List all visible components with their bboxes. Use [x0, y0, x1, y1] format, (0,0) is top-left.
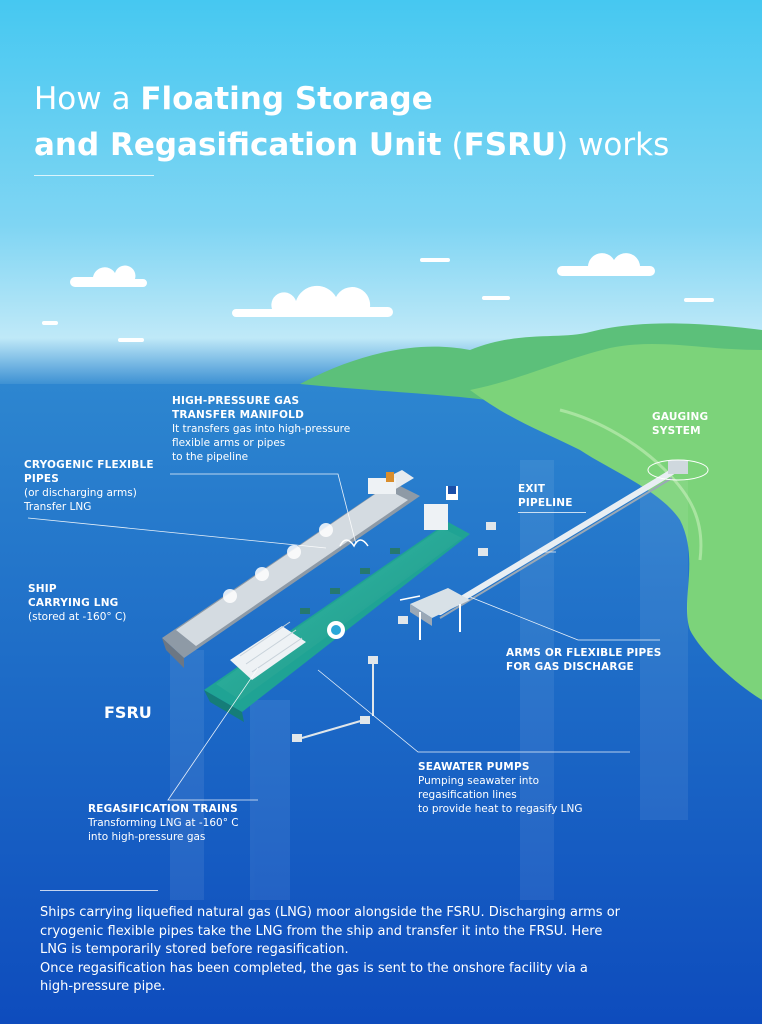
label-heading: CARRYING LNG: [28, 597, 119, 609]
lng-carrier-ship: [162, 470, 420, 668]
title-part: FSRU: [463, 127, 557, 163]
near-hills: [470, 344, 762, 700]
description-divider: [40, 890, 158, 891]
gauging-ring: [647, 459, 709, 481]
leader-lines: [27, 473, 660, 801]
label-heading: PIPELINE: [518, 497, 573, 509]
description-line: cryogenic flexible pipes take the LNG fr…: [40, 923, 603, 939]
title-divider: [34, 175, 154, 176]
label-cryogenic-pipes: CRYOGENIC FLEXIBLE PIPES (or discharging…: [24, 458, 174, 514]
label-heading: ARMS OR FLEXIBLE PIPES: [506, 647, 662, 659]
label-arms-flexible-pipes: ARMS OR FLEXIBLE PIPES FOR GAS DISCHARGE: [506, 646, 706, 674]
label-heading: SEAWATER PUMPS: [418, 761, 530, 773]
description-line: Once regasification has been completed, …: [40, 960, 588, 976]
label-heading: SYSTEM: [652, 425, 701, 437]
label-text: (stored at -160° C): [28, 611, 127, 623]
label-heading: REGASIFICATION TRAINS: [88, 803, 238, 815]
page-title: How a Floating Storage and Regasificatio…: [34, 76, 734, 168]
cloud-icon: [42, 321, 58, 325]
label-manifold: HIGH-PRESSURE GAS TRANSFER MANIFOLD It t…: [172, 394, 372, 464]
description-line: Ships carrying liquefied natural gas (LN…: [40, 905, 621, 920]
cloud-icon: [684, 298, 714, 302]
label-text: to the pipeline: [172, 451, 249, 463]
light-shafts: [170, 460, 688, 900]
label-text: Pumping seawater into: [418, 775, 540, 787]
label-heading: EXIT: [518, 483, 546, 495]
label-text: regasification lines: [418, 789, 517, 801]
label-text: Transforming LNG at -160° C: [88, 817, 239, 829]
label-heading: CRYOGENIC FLEXIBLE: [24, 459, 154, 471]
label-text: flexible arms or pipes: [172, 437, 286, 449]
label-text: to provide heat to regasify LNG: [418, 803, 583, 815]
title-part: and Regasification Unit: [34, 127, 442, 163]
label-heading: PIPES: [24, 473, 60, 485]
label-text: It transfers gas into high-pressure: [172, 423, 351, 435]
label-heading: TRANSFER MANIFOLD: [172, 409, 304, 421]
fsru-ship: [204, 486, 470, 722]
clouds: [42, 253, 714, 342]
mooring-dolphins: [292, 522, 496, 742]
label-seawater-pumps: SEAWATER PUMPS Pumping seawater into reg…: [418, 760, 638, 816]
cloud-icon: [482, 296, 510, 300]
coastline: [300, 323, 762, 700]
label-text: into high-pressure gas: [88, 831, 206, 843]
title-part: How a: [34, 81, 141, 117]
label-exit-pipeline: EXIT PIPELINE: [518, 482, 618, 510]
exit-pipeline: [437, 459, 709, 619]
description-line: LNG is temporarily stored before regasif…: [40, 942, 349, 957]
cloud-icon: [420, 258, 450, 262]
description: Ships carrying liquefied natural gas (LN…: [40, 904, 730, 997]
transfer-arms: [339, 539, 421, 601]
label-text: Transfer LNG: [24, 501, 92, 513]
description-line: high-pressure pipe.: [40, 979, 166, 994]
label-heading: FOR GAS DISCHARGE: [506, 661, 634, 673]
cloud-icon: [232, 285, 393, 317]
shore-highlight: [559, 408, 703, 561]
label-regasification-trains: REGASIFICATION TRAINS Transforming LNG a…: [88, 802, 288, 844]
jetty: [410, 588, 470, 640]
label-heading: HIGH-PRESSURE GAS: [172, 395, 300, 407]
label-ship: SHIP CARRYING LNG (stored at -160° C): [28, 582, 168, 624]
label-gauging-system: GAUGING SYSTEM: [652, 410, 742, 438]
cloud-icon: [557, 253, 655, 276]
label-heading: GAUGING: [652, 411, 709, 423]
gauging-station: [668, 460, 688, 474]
label-heading: SHIP: [28, 583, 57, 595]
title-part: (: [441, 127, 464, 163]
label-fsru: FSRU: [104, 703, 152, 722]
title-part: Floating Storage: [140, 81, 433, 117]
label-text: (or discharging arms): [24, 487, 137, 499]
cloud-icon: [118, 338, 144, 342]
exit-pipeline-underline: [518, 512, 586, 513]
title-part: ) works: [556, 127, 670, 163]
cloud-icon: [70, 265, 147, 287]
